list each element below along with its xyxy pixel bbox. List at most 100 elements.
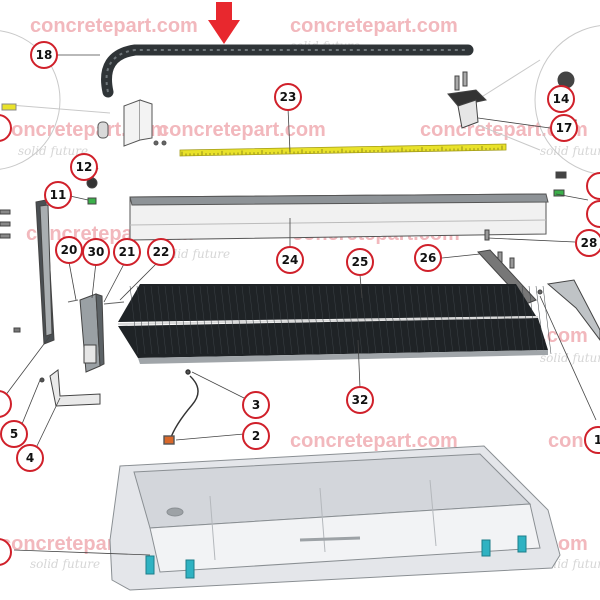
callout-20: 20	[55, 236, 83, 264]
mesh-strand	[486, 285, 496, 355]
watermark-brand: concretepart.com	[290, 15, 458, 37]
left-side-frame	[0, 177, 98, 345]
mesh-strand	[192, 285, 202, 355]
mesh-strand	[213, 285, 223, 355]
mesh-strand	[290, 285, 300, 355]
callout-18: 18	[30, 41, 58, 69]
svg-text:26: 26	[420, 251, 437, 265]
callout-partial	[0, 538, 12, 566]
mesh-strand	[402, 285, 412, 355]
callout-partial	[586, 172, 600, 200]
callout-17: 17	[550, 114, 578, 142]
detail-zoom-left	[0, 30, 111, 170]
mesh-strand	[416, 285, 426, 355]
mesh-strand	[346, 285, 356, 355]
mesh-strand	[241, 285, 251, 355]
mesh-strand	[311, 285, 321, 355]
mesh-strand	[451, 285, 461, 355]
mesh-strand	[430, 285, 440, 355]
mesh-strand	[325, 285, 335, 355]
mesh-strand	[248, 285, 258, 355]
svg-text:4: 4	[26, 451, 34, 465]
callout-11: 11	[44, 181, 72, 209]
callout-28: 28	[575, 229, 600, 257]
callout-12: 12	[70, 153, 98, 181]
main-beam	[129, 193, 549, 241]
svg-text:5: 5	[10, 427, 18, 441]
callout-26: 26	[414, 244, 442, 272]
callout-21: 21	[113, 238, 141, 266]
svg-text:1: 1	[594, 433, 600, 447]
water-tray	[109, 445, 561, 591]
svg-text:25: 25	[352, 255, 369, 269]
callout-23: 23	[274, 83, 302, 111]
mesh-strand	[304, 285, 314, 355]
callout-1: 1	[584, 426, 600, 454]
mesh-strand	[136, 285, 146, 355]
mesh-strand	[409, 285, 419, 355]
end-plate-assembly	[13, 293, 125, 407]
watermark-tagline: solid future	[18, 144, 88, 158]
mesh-strand	[528, 285, 538, 355]
mesh-strand	[227, 285, 237, 355]
mesh-strand	[465, 285, 475, 355]
cable-chain	[101, 44, 474, 98]
mesh-strand	[535, 285, 545, 355]
mesh-strand	[444, 285, 454, 355]
measuring-ruler	[179, 143, 507, 157]
mesh-strand	[374, 285, 384, 355]
mesh-strand	[514, 285, 524, 355]
svg-text:20: 20	[61, 243, 78, 257]
mesh-strand	[262, 285, 272, 355]
detail-zoom-right	[477, 25, 600, 175]
callout-2: 2	[242, 422, 270, 450]
mesh-strand	[458, 285, 468, 355]
mesh-strand	[318, 285, 328, 355]
callout-partial	[586, 200, 600, 228]
leader-lines	[1, 54, 597, 556]
mesh-strand	[500, 285, 510, 355]
watermark-tagline: solid future	[30, 557, 100, 571]
callout-3: 3	[242, 391, 270, 419]
mesh-strand	[129, 285, 139, 355]
svg-text:18: 18	[36, 48, 53, 62]
watermark-brand: concretepart.com	[290, 430, 458, 452]
mesh-strand	[479, 285, 489, 355]
mesh-strand	[234, 285, 244, 355]
callout-partial	[0, 390, 12, 418]
callout-22: 22	[147, 238, 175, 266]
mesh-strand	[381, 285, 391, 355]
svg-text:22: 22	[153, 245, 170, 259]
sensor-cable	[163, 369, 199, 445]
mesh-strand	[171, 285, 181, 355]
mesh-strand	[437, 285, 447, 355]
svg-text:28: 28	[581, 236, 598, 250]
callout-5: 5	[0, 420, 28, 448]
mesh-strand	[388, 285, 398, 355]
svg-text:23: 23	[280, 90, 297, 104]
callout-14: 14	[547, 85, 575, 113]
mesh-strand	[157, 285, 167, 355]
mesh-strand	[150, 285, 160, 355]
mesh-strand	[178, 285, 188, 355]
callouts: 18 23 14 17 12 11 24 28 20 30 21 22 25 2…	[0, 41, 600, 566]
callout-24: 24	[276, 246, 304, 274]
mesh-strand	[206, 285, 216, 355]
mesh-panels	[117, 284, 552, 364]
mesh-strand	[283, 285, 293, 355]
callout-25: 25	[346, 248, 374, 276]
svg-text:17: 17	[556, 121, 573, 135]
svg-text:2: 2	[252, 429, 260, 443]
mesh-strand	[353, 285, 363, 355]
mesh-strand	[423, 285, 433, 355]
watermark-tagline: solid future	[160, 247, 230, 261]
svg-text:12: 12	[76, 160, 93, 174]
mesh-strand	[269, 285, 279, 355]
mesh-strand	[472, 285, 482, 355]
svg-text:11: 11	[50, 188, 67, 202]
svg-text:30: 30	[88, 245, 105, 259]
mesh-strand	[521, 285, 531, 355]
watermark-brand: concretepart.com	[158, 119, 326, 141]
mesh-strand	[395, 285, 405, 355]
